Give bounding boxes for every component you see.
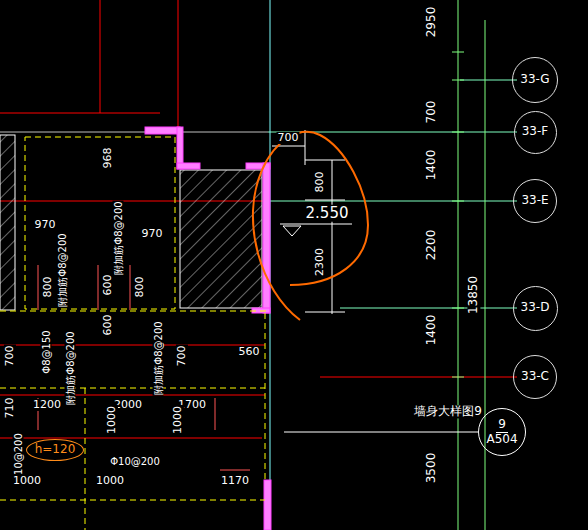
dimension-text: 700 (4, 345, 16, 368)
dimension-lines (452, 0, 485, 530)
dimension-text: 1170 (220, 475, 250, 487)
dimension-text: 800 (134, 276, 146, 299)
dimension-text: 1000 (172, 405, 184, 435)
axis-bubble: 33-C (513, 355, 557, 399)
dimension-text: 800 (314, 171, 326, 194)
annotation-text: Φ8@150 (41, 329, 52, 374)
dimension-text: 1000 (106, 405, 118, 435)
axis-bubble: 33-F (514, 111, 557, 154)
axis-label: 33-F (520, 125, 551, 139)
annotation-text: 附加筋Φ8@200 (57, 232, 68, 307)
dimension-text: 1200 (32, 399, 62, 411)
dimension-text: 2200 (425, 229, 438, 262)
dimension-text: 600 (102, 314, 114, 337)
dimension-text: 1400 (425, 314, 438, 347)
axis-label: 33-C (519, 370, 551, 384)
detail-callout: 9A504 (478, 408, 526, 456)
dimension-text: 970 (141, 228, 164, 240)
dimension-text: 700 (277, 132, 300, 144)
axis-lines (0, 0, 517, 530)
dimension-text: 700 (176, 345, 188, 368)
axis-bubble: 33-G (512, 57, 558, 103)
dimension-text: 560 (238, 346, 261, 358)
dimension-text: 2.550 (305, 205, 350, 222)
axis-bubble: 33-E (513, 179, 557, 223)
annotation-text: 附加筋Φ8@200 (153, 320, 164, 395)
dimension-text: 710 (4, 397, 16, 420)
dimension-text: 970 (34, 219, 57, 231)
dimension-text: 1000 (12, 475, 42, 487)
axis-label: h=120 (33, 443, 78, 457)
detail-dimensions (272, 130, 478, 432)
walls (145, 127, 271, 530)
leader-ticks (38, 265, 250, 470)
dimension-text: 700 (425, 100, 438, 125)
markup-circle (253, 132, 368, 320)
dimension-text: 1400 (425, 149, 438, 182)
axis-label: 33-D (519, 301, 552, 315)
dimension-text: 13850 (467, 275, 480, 315)
dimension-text: 968 (102, 147, 114, 170)
dimension-text: 3500 (425, 452, 438, 485)
hatched-wall (0, 135, 262, 310)
annotation-text: 附加筋Φ8@200 (113, 200, 124, 275)
dimension-text: 600 (102, 274, 114, 297)
callout-number: A504 (484, 433, 519, 447)
axis-label: 33-E (519, 194, 550, 208)
callout-number: 9 (496, 418, 508, 433)
dimension-text: 2950 (425, 6, 438, 39)
dimension-text: 2300 (314, 247, 326, 277)
dimension-text: 800 (42, 276, 54, 299)
axis-bubble: 33-D (513, 286, 558, 331)
slab-outlines (0, 137, 270, 530)
dimension-text: 墙身大样图9 (413, 405, 483, 418)
axis-label: 33-G (518, 73, 551, 87)
annotation-text: 附加筋Φ8@200 (65, 330, 76, 405)
slab-thickness-tag: h=120 (26, 439, 84, 461)
dimension-text: 1000 (95, 475, 125, 487)
annotation-text: Φ10@200 (109, 456, 161, 467)
